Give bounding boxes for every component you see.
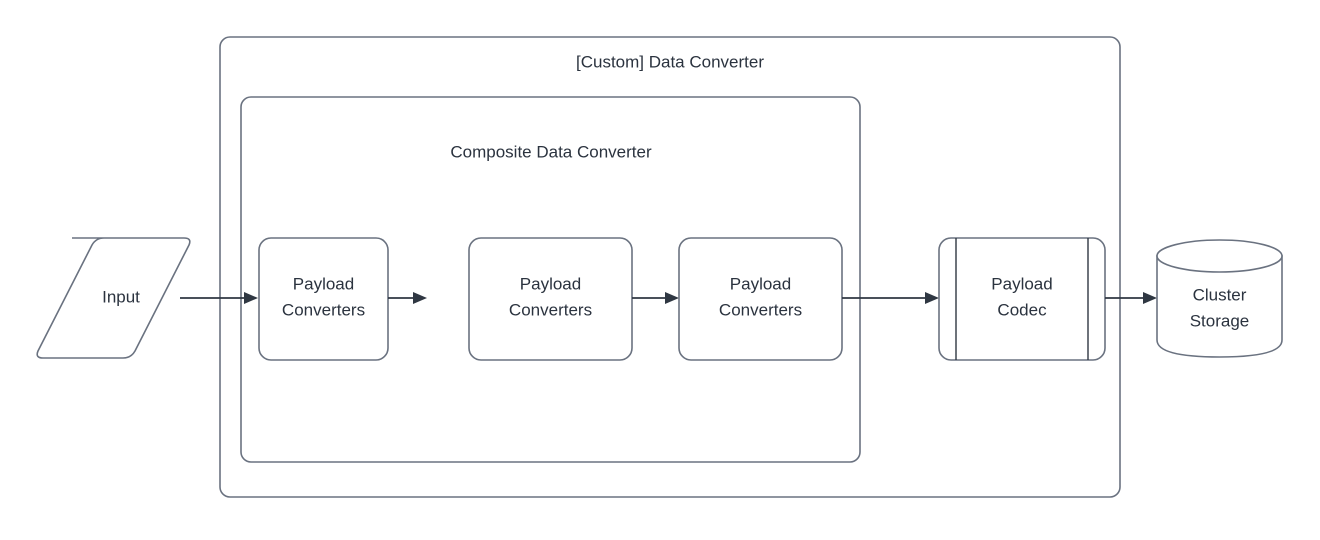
container-custom-data-converter-border bbox=[219, 36, 1121, 498]
node-payload-converters-2-shape bbox=[468, 237, 633, 361]
edge-payload-converters-3-to-payload-codec bbox=[842, 292, 939, 304]
node-payload-codec[interactable]: Payload Codec bbox=[938, 237, 1106, 361]
edge-payload-converters-3-to-payload-codec-arrowhead bbox=[925, 292, 939, 304]
node-payload-converters-3[interactable]: Payload Converters bbox=[678, 237, 843, 361]
node-payload-converters-1-label-line1: Payload bbox=[293, 274, 354, 293]
node-input-shape bbox=[36, 237, 191, 359]
node-input[interactable]: Input bbox=[36, 237, 191, 359]
edge-payload-converters-1-to-2-arrowhead bbox=[413, 292, 427, 304]
node-payload-converters-3-shape bbox=[678, 237, 843, 361]
node-payload-converters-2-label-line1: Payload bbox=[520, 274, 581, 293]
node-cluster-storage-body bbox=[1156, 255, 1283, 358]
edge-input-to-payload-converters-1 bbox=[180, 292, 258, 304]
node-cluster-storage[interactable]: Cluster Storage bbox=[1156, 239, 1283, 358]
node-input-label: Input bbox=[102, 287, 140, 306]
node-payload-codec-shape bbox=[938, 237, 1106, 361]
node-payload-converters-3-label-line2: Converters bbox=[719, 300, 802, 319]
container-composite-data-converter-border bbox=[240, 96, 861, 463]
edge-payload-converters-2-to-3-arrowhead bbox=[665, 292, 679, 304]
node-cluster-storage-top bbox=[1156, 239, 1283, 273]
edge-payload-codec-to-cluster-storage-arrowhead bbox=[1143, 292, 1157, 304]
node-payload-converters-3-label-line1: Payload bbox=[730, 274, 791, 293]
node-payload-converters-1-label-line2: Converters bbox=[282, 300, 365, 319]
edge-payload-converters-2-to-3 bbox=[632, 292, 679, 304]
container-composite-data-converter-title: Composite Data Converter bbox=[450, 142, 652, 161]
node-payload-converters-2-label-line2: Converters bbox=[509, 300, 592, 319]
node-payload-converters-1[interactable]: Payload Converters bbox=[258, 237, 389, 361]
edge-payload-converters-1-to-2 bbox=[388, 292, 427, 304]
node-payload-converters-2[interactable]: Payload Converters bbox=[468, 237, 633, 361]
edge-payload-codec-to-cluster-storage bbox=[1105, 292, 1157, 304]
edge-input-to-payload-converters-1-arrowhead bbox=[244, 292, 258, 304]
node-cluster-storage-label-line2: Storage bbox=[1190, 311, 1250, 330]
node-payload-codec-label-line1: Payload bbox=[991, 274, 1052, 293]
container-composite-data-converter[interactable]: Composite Data Converter bbox=[240, 96, 861, 463]
node-payload-codec-label-line2: Codec bbox=[997, 300, 1047, 319]
container-custom-data-converter[interactable]: [Custom] Data Converter bbox=[219, 36, 1121, 498]
container-custom-data-converter-title: [Custom] Data Converter bbox=[576, 52, 764, 71]
node-payload-converters-1-shape bbox=[258, 237, 389, 361]
node-cluster-storage-label-line1: Cluster bbox=[1193, 285, 1247, 304]
